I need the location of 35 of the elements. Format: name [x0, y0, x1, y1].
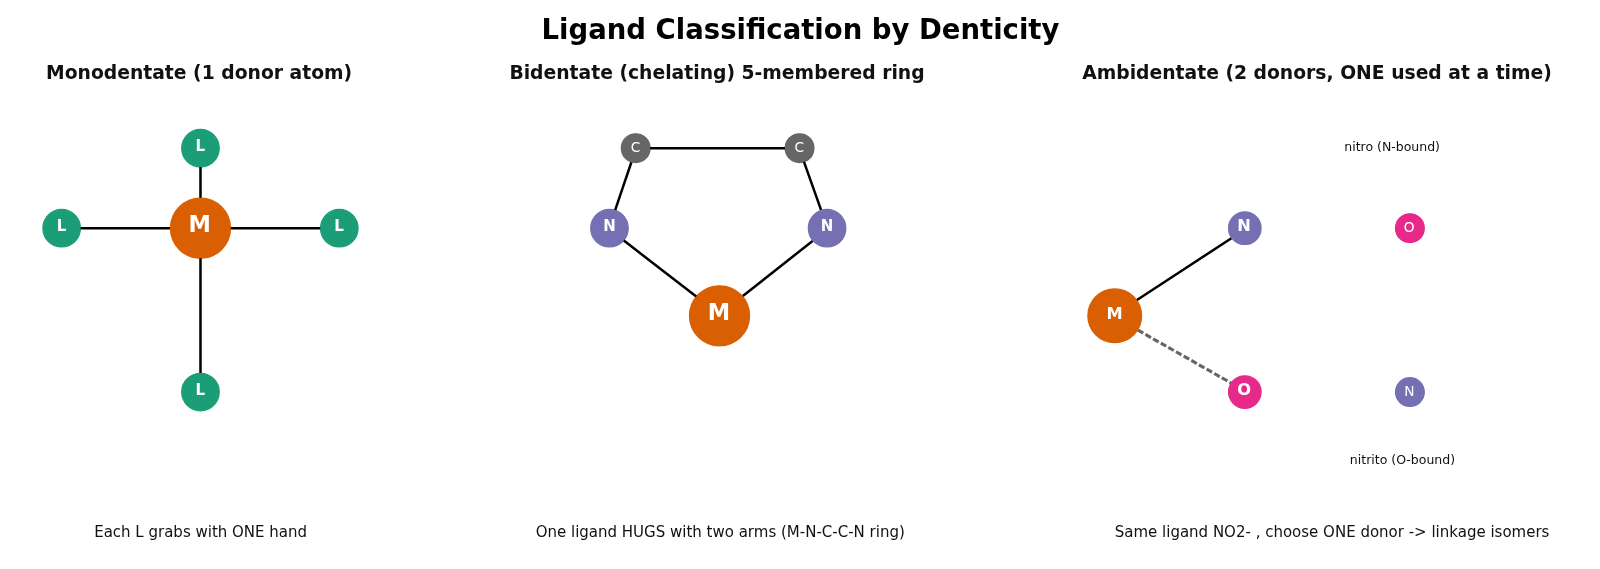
node-circle: M	[1086, 288, 1142, 344]
connector	[649, 146, 785, 150]
node-circle: L	[180, 372, 220, 412]
connector	[230, 226, 320, 230]
node-circle: O	[1227, 375, 1262, 409]
node-circle: N	[1394, 377, 1425, 408]
label: nitro (N-bound)	[1343, 139, 1440, 155]
label: Each L grabs with ONE hand	[93, 523, 307, 542]
label: Same ligand NO2- , choose ONE donor -> linkage isomers	[1114, 523, 1549, 542]
connector	[741, 239, 813, 298]
diagram-title: Ligand Classification by Denticity	[541, 12, 1059, 45]
node-circle: N	[807, 208, 846, 248]
connector	[1135, 237, 1232, 302]
connector	[198, 258, 202, 373]
label: Bidentate (chelating) 5-membered ring	[508, 61, 925, 83]
node-circle: C	[784, 133, 815, 164]
connector	[802, 161, 822, 211]
label: Monodentate (1 donor atom)	[45, 61, 352, 83]
connector	[1136, 328, 1232, 385]
connector	[80, 226, 170, 230]
node-circle: N	[589, 208, 629, 248]
label: nitrito (O-bound)	[1349, 451, 1455, 467]
node-circle: L	[319, 208, 359, 248]
connector	[622, 239, 697, 298]
node-circle: C	[620, 133, 651, 164]
connector	[198, 167, 202, 198]
node-circle: M	[688, 285, 750, 347]
node-circle: O	[1394, 213, 1425, 244]
node-circle: N	[1227, 211, 1262, 246]
label: One ligand HUGS with two arms (M-N-C-C-N ring)	[535, 523, 905, 542]
node-circle: M	[169, 197, 231, 259]
connector	[613, 161, 633, 211]
node-circle: L	[41, 208, 81, 248]
node-circle: L	[180, 128, 220, 168]
label: Ambidentate (2 donors, ONE used at a time)	[1081, 61, 1552, 83]
